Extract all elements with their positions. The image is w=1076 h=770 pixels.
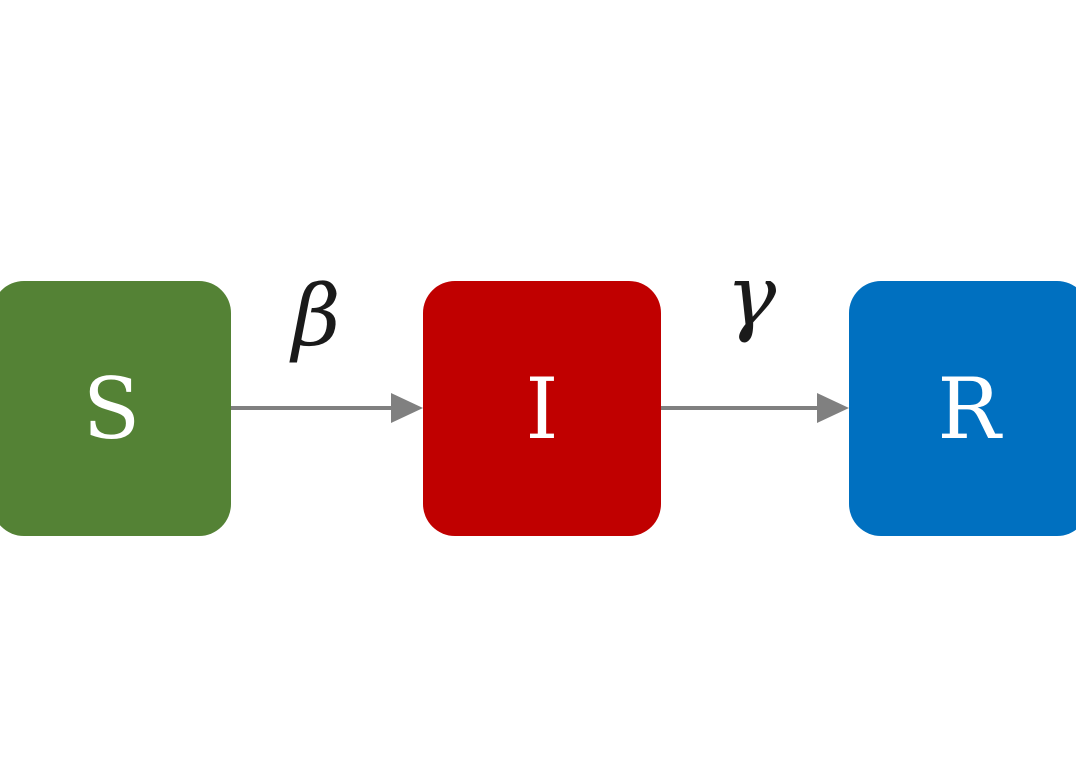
infection-rate-label: β [292, 267, 341, 365]
recovery-rate-label: γ [726, 247, 777, 345]
infected-label: I [525, 359, 559, 458]
recovered-box: R [849, 281, 1076, 536]
infected-box: I [423, 281, 661, 536]
susceptible-box: S [0, 281, 231, 536]
s-to-i-arrow [231, 390, 423, 426]
susceptible-label: S [82, 359, 141, 458]
i-to-r-arrow [661, 390, 849, 426]
recovered-label: R [937, 359, 1001, 458]
